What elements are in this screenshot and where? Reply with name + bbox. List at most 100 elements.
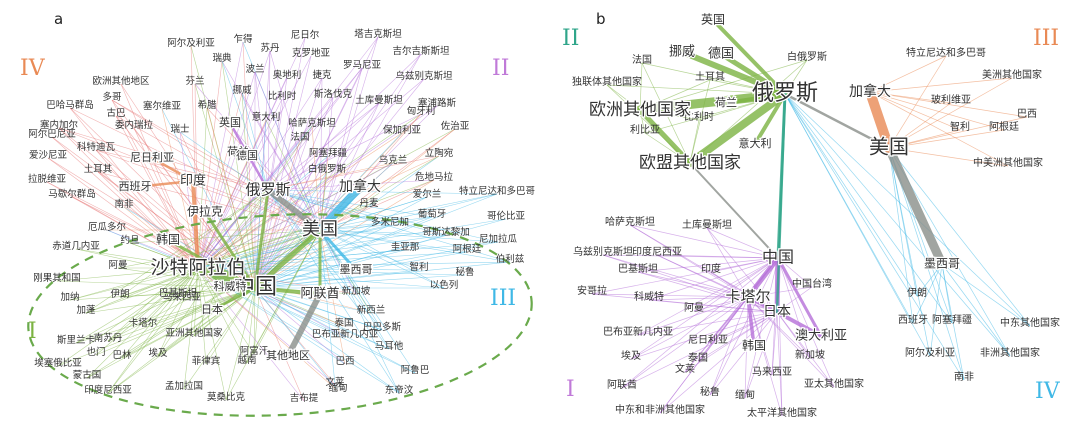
node-label: 阿塞拜疆 xyxy=(932,313,972,326)
edge xyxy=(69,107,199,269)
hub-edge xyxy=(776,256,823,338)
edge xyxy=(194,83,321,231)
edge xyxy=(929,263,943,357)
node-label: 巴巴多斯 xyxy=(363,321,402,333)
node-label: 埃塞俄比亚 xyxy=(34,357,82,369)
node-label: 南苏丹 xyxy=(94,332,123,344)
node-label: 吉尔吉斯斯坦 xyxy=(392,45,450,57)
node-label: 伊朗 xyxy=(110,288,129,300)
edge xyxy=(197,67,363,269)
edge xyxy=(58,127,256,289)
node-label: 乌兹别克斯坦 xyxy=(395,70,453,82)
node-label: 特立尼达和多巴哥 xyxy=(459,185,535,197)
node-label: 印度 xyxy=(701,262,721,275)
node-label: 莫桑比克 xyxy=(207,391,246,403)
node-label: 印度尼西亚 xyxy=(632,245,682,258)
edge xyxy=(254,251,468,289)
edge xyxy=(254,55,312,289)
node-label: 新加坡 xyxy=(342,285,371,297)
hub-label: 欧洲其他国家 xyxy=(589,100,691,120)
node-label: 哥伦比亚 xyxy=(487,210,526,222)
node-label: 泰国 xyxy=(688,351,708,364)
edge xyxy=(689,79,711,164)
node-label: 阿联酋 xyxy=(607,378,637,391)
edge xyxy=(197,267,305,402)
edge xyxy=(776,286,813,313)
hub-label: 德国 xyxy=(236,148,258,162)
node-label: 巴基斯坦 xyxy=(159,287,198,299)
edge xyxy=(69,229,321,301)
edge xyxy=(183,267,199,390)
edge xyxy=(784,93,953,324)
hub-edge xyxy=(746,295,756,348)
edge xyxy=(107,267,199,342)
node-label: 马耳他 xyxy=(375,340,404,352)
edge xyxy=(254,102,380,289)
node-label: 土库曼斯坦 xyxy=(682,218,732,231)
edge xyxy=(319,229,468,253)
edge xyxy=(107,287,256,394)
edge xyxy=(107,267,199,394)
node-label: 中东其他国家 xyxy=(1000,316,1060,329)
node-label: 伯利兹 xyxy=(496,253,525,265)
edge xyxy=(254,71,321,231)
edge xyxy=(197,267,248,364)
edge xyxy=(771,311,778,376)
hub-edge xyxy=(679,49,788,97)
hub-edge xyxy=(689,162,779,259)
edge xyxy=(684,311,778,373)
node-label: 智利 xyxy=(950,120,970,133)
edge xyxy=(254,287,390,350)
hub-label: 澳大利亚 xyxy=(795,328,847,344)
node-label: 尼日利亚 xyxy=(688,334,728,346)
node-label: 立陶宛 xyxy=(425,147,454,159)
edge xyxy=(888,147,914,324)
edge xyxy=(86,229,321,379)
node-label: 阿曼 xyxy=(108,260,128,271)
node-label: 阿尔巴尼亚 xyxy=(28,128,76,140)
edge xyxy=(744,257,779,399)
edge xyxy=(697,311,778,362)
edge xyxy=(246,287,256,364)
edge xyxy=(254,71,269,191)
edge xyxy=(637,257,779,336)
hub-edge xyxy=(637,107,693,166)
edge xyxy=(267,50,271,191)
edge xyxy=(121,229,321,359)
edge xyxy=(194,83,256,289)
node-label: 爱沙尼亚 xyxy=(29,149,68,161)
edge xyxy=(95,149,321,231)
hub-label: 俄罗斯 xyxy=(752,81,818,106)
edge xyxy=(69,107,321,231)
node-label: 印度尼西亚 xyxy=(84,384,132,396)
edge xyxy=(319,229,445,289)
edge xyxy=(319,193,498,231)
node-label: 孟加拉国 xyxy=(165,380,203,392)
edge xyxy=(747,296,811,359)
edge xyxy=(75,287,256,344)
edge xyxy=(784,93,931,357)
hub-edge xyxy=(228,121,270,192)
edge xyxy=(119,189,269,298)
panel-a: 阿尔及利亚乍得苏丹尼日尔塔吉克斯坦瑞典克罗地亚吉尔吉斯斯坦欧洲其他地区芬兰波兰奥… xyxy=(20,10,535,417)
hub-edge xyxy=(745,255,781,300)
edge xyxy=(319,229,383,331)
edge xyxy=(319,229,511,263)
edge xyxy=(912,263,943,324)
edge xyxy=(121,267,199,359)
node-label: 巴哈马群岛 xyxy=(46,99,94,111)
edge xyxy=(602,254,749,298)
edge xyxy=(941,263,1011,357)
edge xyxy=(107,189,269,394)
hub-label: 西班牙 xyxy=(119,180,152,193)
edge xyxy=(85,267,199,314)
edge xyxy=(197,41,244,269)
node-label: 新西兰 xyxy=(357,304,386,316)
edge xyxy=(869,91,961,131)
edge xyxy=(267,102,380,191)
hub-edge xyxy=(210,286,257,312)
edge xyxy=(319,171,328,231)
edge xyxy=(205,287,256,365)
hub-edge xyxy=(150,156,195,183)
node-label: 阿根廷 xyxy=(453,243,482,255)
